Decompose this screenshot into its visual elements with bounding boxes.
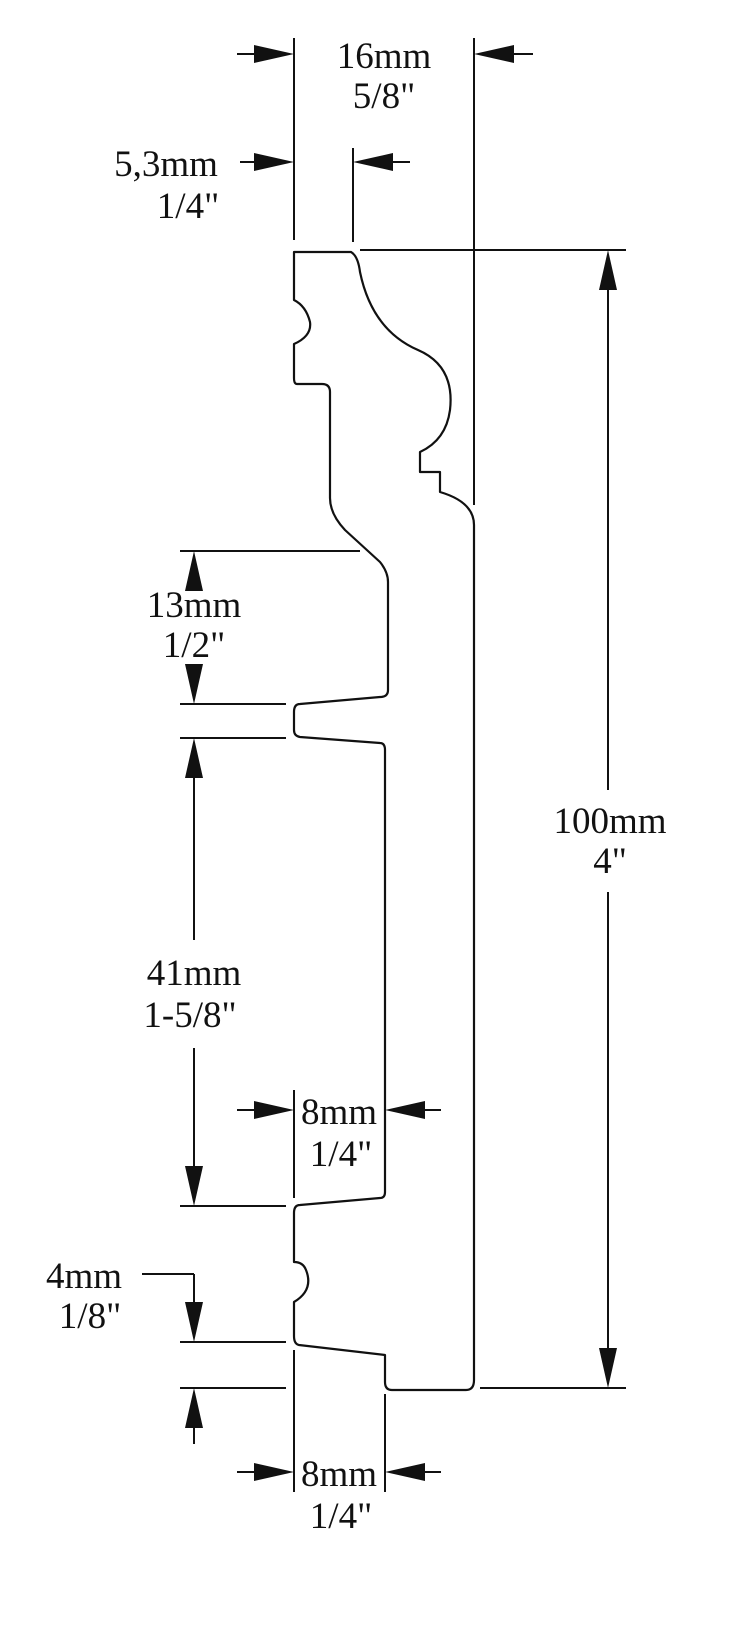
upper-groove-gap-imperial: 1/2" [163,625,225,666]
arrow-right-icon [254,153,294,171]
total-height-dimension: 100mm 4" [360,249,667,1389]
arrow-up-icon [599,250,617,290]
arrow-up-icon [185,738,203,778]
bottom-depth-imperial: 1/4" [310,1496,372,1537]
arrow-right-icon [254,1463,294,1481]
bead-gap-imperial: 1/8" [59,1296,121,1337]
arrow-left-icon [353,153,393,171]
top-offset-imperial: 1/4" [157,186,219,227]
top-offset-dimension: 5,3mm 1/4" [114,144,410,242]
bead-gap-dimension: 4mm 1/8" [46,1256,286,1444]
middle-depth-imperial: 1/4" [310,1134,372,1175]
arrow-up-icon [185,551,203,591]
arrow-right-icon [254,45,294,63]
arrow-down-icon [599,1348,617,1388]
middle-span-imperial: 1-5/8" [143,995,236,1036]
total-height-imperial: 4" [593,841,627,882]
moulding-profile-outline [292,250,476,1392]
top-width-imperial: 5/8" [353,76,415,117]
total-height-metric: 100mm [553,801,666,842]
middle-depth-metric: 8mm [301,1092,377,1133]
bead-gap-metric: 4mm [46,1256,122,1297]
arrow-down-icon [185,1302,203,1342]
arrow-left-icon [385,1101,425,1119]
bottom-depth-dimension: 8mm 1/4" [237,1350,441,1537]
middle-span-dimension: 41mm 1-5/8" [143,737,286,1207]
middle-depth-dimension: 8mm 1/4" [237,1090,441,1198]
arrow-down-icon [185,664,203,704]
middle-span-metric: 41mm [147,953,242,994]
arrow-left-icon [385,1463,425,1481]
arrow-right-icon [254,1101,294,1119]
top-offset-metric: 5,3mm [114,144,218,185]
arrow-left-icon [474,45,514,63]
top-width-metric: 16mm [337,36,432,77]
upper-groove-gap-dimension: 13mm 1/2" [147,550,360,705]
arrow-down-icon [185,1166,203,1206]
upper-groove-gap-metric: 13mm [147,585,242,626]
top-width-dimension: 16mm 5/8" [237,36,533,505]
bottom-depth-metric: 8mm [301,1454,377,1495]
arrow-up-icon [185,1388,203,1428]
